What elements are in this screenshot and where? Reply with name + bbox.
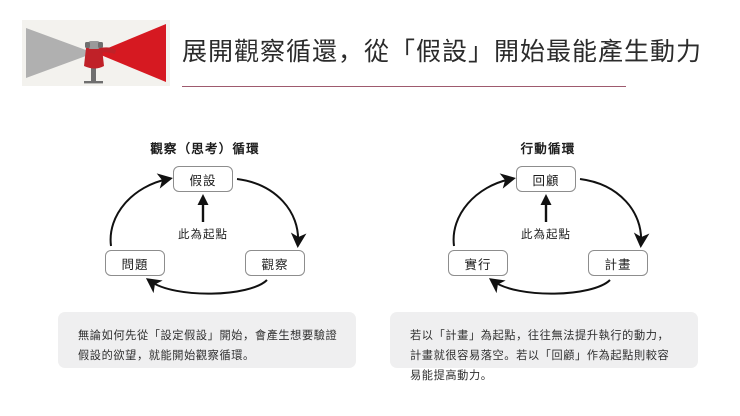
observation-cycle-diagram: 觀察（思考）循環 假設 觀察 問題 此為起點 — [55, 138, 355, 298]
node-question[interactable]: 問題 — [105, 250, 165, 276]
arc-right-to-left — [488, 278, 611, 295]
start-arrow-head — [197, 194, 209, 205]
node-execute[interactable]: 實行 — [448, 250, 508, 276]
node-review[interactable]: 回顧 — [516, 166, 576, 192]
arc-top-to-right — [236, 178, 307, 248]
observation-start-point-label: 此為起點 — [178, 229, 228, 241]
arc-top-to-right — [579, 178, 650, 248]
header-logo — [22, 20, 170, 86]
observation-cycle-title: 觀察（思考）循環 — [150, 142, 260, 156]
arc-left-to-top — [109, 173, 173, 247]
start-arrow-head — [540, 194, 552, 205]
arc-right-to-left — [145, 278, 268, 295]
action-cycle-canvas: 回顧 計畫 實行 此為起點 — [398, 160, 698, 298]
action-caption-text: 若以「計畫」為起點，往往無法提升執行的動力，計畫就很容易落空。若以「回顧」作為起… — [410, 330, 670, 382]
action-caption-box: 若以「計畫」為起點，往往無法提升執行的動力，計畫就很容易落空。若以「回顧」作為起… — [390, 312, 698, 382]
page-title: 展開觀察循還，從「假設」開始最能產生動力 — [182, 38, 703, 66]
binoculars-illustration-icon — [22, 20, 170, 86]
arc-left-to-top — [452, 173, 516, 247]
action-cycle-title: 行動循環 — [520, 142, 576, 156]
node-hypothesis[interactable]: 假設 — [173, 166, 233, 192]
title-underline-rule — [182, 86, 626, 88]
observation-caption-text: 無論如何先從「設定假設」開始，會產生想要驗證假設的欲望，就能開始觀察循環。 — [78, 330, 338, 362]
node-observation[interactable]: 觀察 — [245, 250, 305, 276]
observation-cycle-canvas: 假設 觀察 問題 此為起點 — [55, 160, 355, 298]
action-cycle-diagram: 行動循環 回顧 計畫 實行 此為起點 — [398, 138, 698, 298]
node-plan[interactable]: 計畫 — [588, 250, 648, 276]
action-start-point-label: 此為起點 — [521, 229, 571, 241]
observation-caption-box: 無論如何先從「設定假設」開始，會產生想要驗證假設的欲望，就能開始觀察循環。 — [58, 312, 356, 368]
